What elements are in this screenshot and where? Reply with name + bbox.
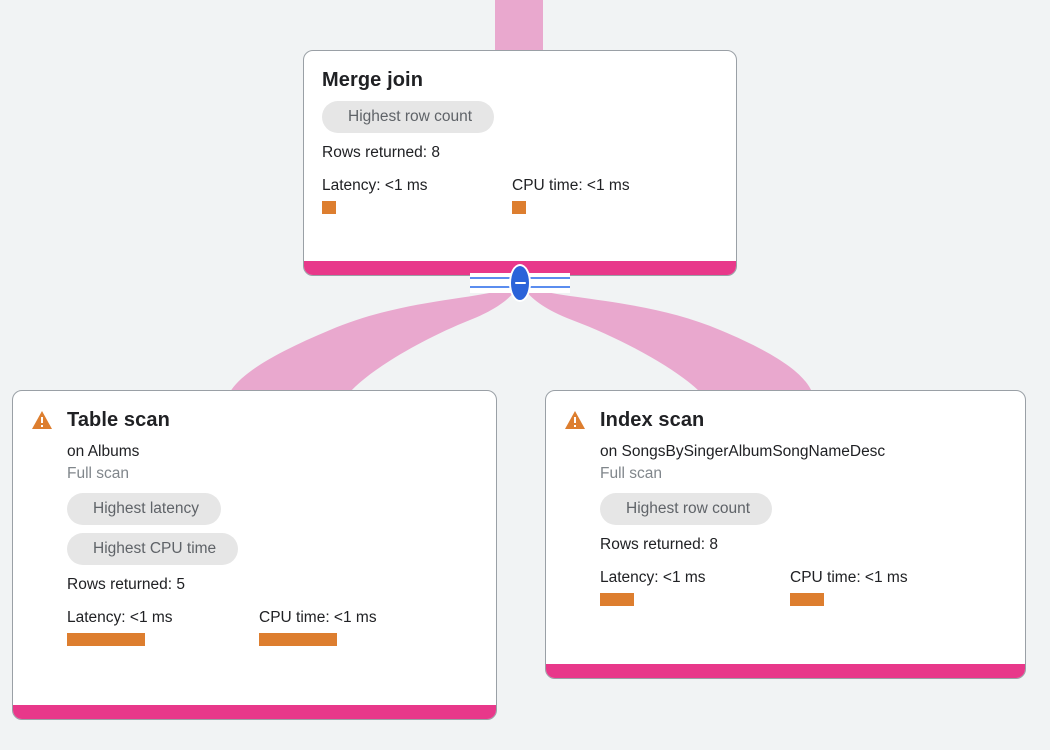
node-table-scan-header: Table scan on Albums Full scan Highest l… [31, 407, 478, 646]
metric-cpu-time-label: CPU time: <1 ms [512, 177, 630, 194]
node-subtitle: on SongsBySingerAlbumSongNameDesc [600, 443, 886, 460]
metric-latency: Latency: <1 ms [67, 607, 259, 646]
metric-latency: Latency: <1 ms [600, 567, 790, 606]
node-index-scan[interactable]: Index scan on SongsBySingerAlbumSongName… [545, 390, 1026, 679]
metrics-row: Latency: <1 ms CPU time: <1 ms [322, 175, 718, 214]
warning-triangle-icon [564, 410, 586, 435]
chip-highest-cpu-time: Highest CPU time [67, 533, 239, 565]
node-title: Index scan [600, 409, 705, 431]
chip-highest-latency: Highest latency [67, 493, 221, 525]
metric-cpu-time: CPU time: <1 ms [790, 567, 908, 606]
node-merge-join[interactable]: Merge join Highest row count Rows return… [303, 50, 737, 276]
minus-icon [514, 282, 526, 284]
metric-latency-bar [322, 201, 336, 214]
node-index-scan-body: Index scan on SongsBySingerAlbumSongName… [546, 391, 1025, 664]
collapse-button[interactable] [509, 264, 531, 302]
rows-returned: Rows returned: 8 [600, 536, 719, 553]
metric-cpu-time-label: CPU time: <1 ms [259, 609, 377, 626]
edge-merge-to-index-scan [525, 288, 812, 392]
metric-cpu-time-bar [259, 633, 337, 646]
collapse-toggle-group[interactable] [470, 264, 570, 302]
metric-cpu-time: CPU time: <1 ms [512, 175, 630, 214]
metric-latency-bar [600, 593, 634, 606]
node-scan-type: Full scan [67, 465, 130, 482]
warning-triangle-icon [31, 410, 53, 435]
rows-returned: Rows returned: 8 [322, 144, 441, 161]
node-merge-join-header: Merge join [322, 67, 718, 93]
edge-incoming-trunk [495, 0, 543, 50]
edge-merge-to-table-scan [230, 288, 516, 392]
node-footer-bar [13, 705, 496, 719]
rows-returned: Rows returned: 5 [67, 576, 186, 593]
metrics-row: Latency: <1 ms CPU time: <1 ms [67, 607, 377, 646]
metric-latency-label: Latency: <1 ms [67, 609, 173, 626]
metric-cpu-time-bar [512, 201, 526, 214]
node-index-scan-header: Index scan on SongsBySingerAlbumSongName… [564, 407, 1007, 606]
node-table-scan-body: Table scan on Albums Full scan Highest l… [13, 391, 496, 705]
chip-highest-row-count: Highest row count [600, 493, 773, 525]
metric-cpu-time-label: CPU time: <1 ms [790, 569, 908, 586]
node-subtitle: on Albums [67, 443, 140, 460]
metric-latency: Latency: <1 ms [322, 175, 512, 214]
node-title: Merge join [322, 69, 424, 91]
chip-highest-row-count: Highest row count [322, 101, 495, 133]
metric-latency-label: Latency: <1 ms [322, 177, 428, 194]
node-scan-type: Full scan [600, 465, 663, 482]
metric-latency-bar [67, 633, 145, 646]
metric-cpu-time-bar [790, 593, 824, 606]
metric-latency-label: Latency: <1 ms [600, 569, 706, 586]
node-merge-join-body: Merge join Highest row count Rows return… [304, 51, 736, 261]
metric-cpu-time: CPU time: <1 ms [259, 607, 377, 646]
node-footer-bar [546, 664, 1025, 678]
metrics-row: Latency: <1 ms CPU time: <1 ms [600, 567, 908, 606]
node-title: Table scan [67, 409, 170, 431]
node-table-scan[interactable]: Table scan on Albums Full scan Highest l… [12, 390, 497, 720]
